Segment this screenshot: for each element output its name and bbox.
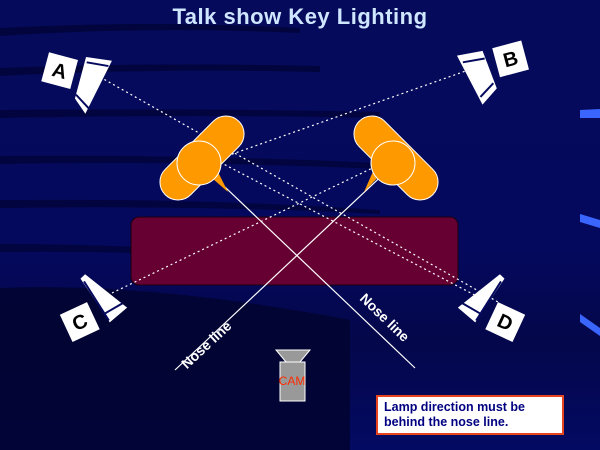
nose-line-left bbox=[174, 167, 391, 371]
talent-right bbox=[353, 115, 439, 201]
lamp-b: B bbox=[456, 40, 529, 105]
lamp-d: D bbox=[457, 274, 526, 342]
edge-accents bbox=[580, 109, 600, 336]
lamp-c-barndoor bbox=[80, 274, 128, 323]
talent-left bbox=[159, 115, 245, 201]
lamp-a-barndoor bbox=[74, 56, 112, 114]
lamp-b-label-box bbox=[492, 40, 529, 78]
beam-c bbox=[111, 161, 386, 294]
lamp-d-label-box bbox=[485, 302, 526, 342]
camera bbox=[274, 349, 312, 402]
beam-d bbox=[211, 157, 489, 303]
slide-title: Talk show Key Lighting bbox=[172, 4, 428, 29]
lamp-c: C bbox=[59, 274, 128, 342]
desk bbox=[130, 216, 459, 286]
lamp-a: A bbox=[41, 52, 112, 114]
lamp-b-barndoor bbox=[456, 50, 497, 105]
nose-lines bbox=[174, 167, 416, 371]
lamp-d-barndoor bbox=[457, 274, 505, 323]
nose-line-right bbox=[204, 167, 416, 369]
camera-label: CAM bbox=[278, 374, 306, 388]
lamp-a-letter: A bbox=[50, 59, 70, 84]
beam-b bbox=[209, 67, 475, 163]
light-beams bbox=[99, 67, 499, 303]
beam-a bbox=[99, 76, 499, 303]
lamp-c-label-box bbox=[59, 302, 100, 342]
lamp-b-letter: B bbox=[501, 47, 521, 72]
note-box: Lamp direction must be behind the nose l… bbox=[376, 395, 564, 435]
lamp-a-label-box bbox=[41, 52, 79, 89]
